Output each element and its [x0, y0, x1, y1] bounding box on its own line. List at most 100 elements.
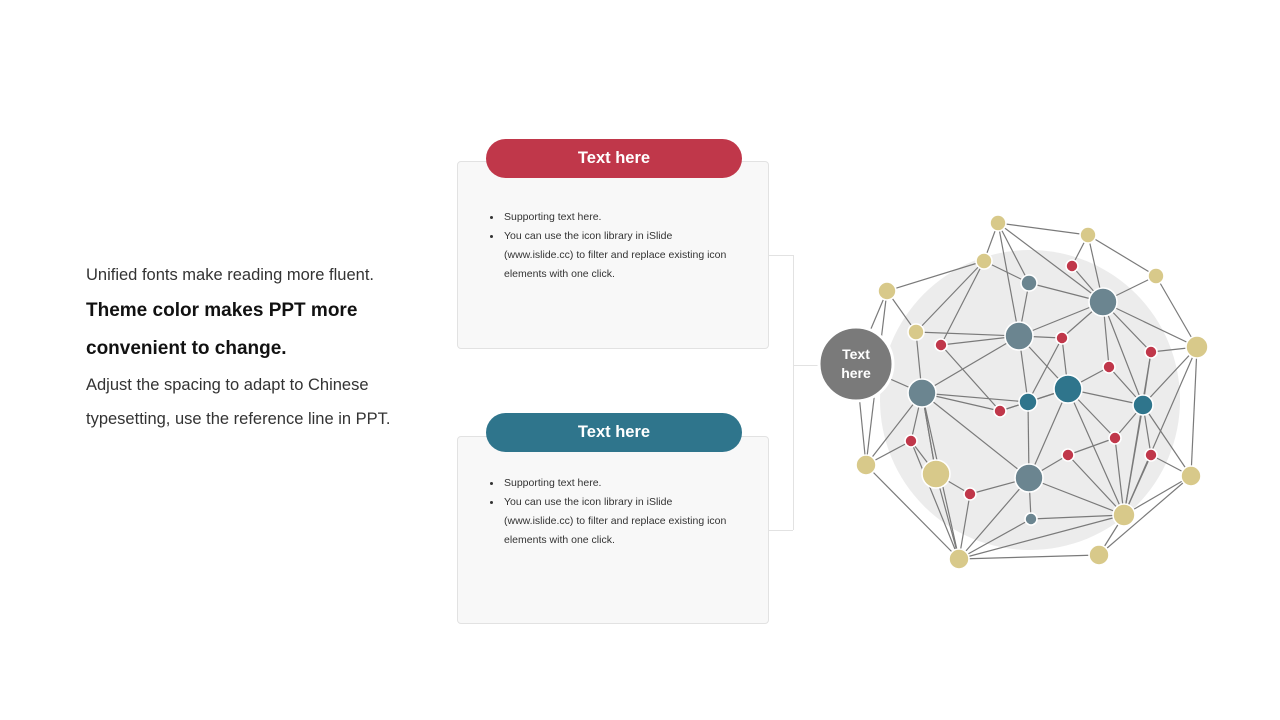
network-edge-33: [915, 331, 1020, 337]
network-edge-77: [1030, 514, 1125, 520]
network-node-30: [1024, 512, 1038, 526]
network-node-15: [1102, 360, 1116, 374]
network-edge-75: [921, 392, 1030, 479]
network-edge-74: [958, 477, 1030, 560]
network-edge-38: [921, 335, 1020, 394]
network-edge-6: [865, 464, 960, 560]
network-edge-79: [958, 514, 1125, 560]
card-2-bullet-2-line-3: elements with one click.: [504, 534, 615, 546]
hub-label-line-2: here: [841, 365, 871, 381]
network-node-5: [1185, 335, 1209, 359]
network-node-21: [1108, 431, 1122, 445]
network-node-1: [1079, 226, 1097, 244]
connector-to-hub: [793, 365, 823, 366]
network-node-27: [1014, 463, 1044, 493]
info-card-2: Supporting text here. You can use the ic…: [457, 436, 769, 624]
network-hub-node: [817, 325, 895, 403]
info-card-1: Supporting text here. You can use the ic…: [457, 161, 769, 349]
network-edge-5: [958, 554, 1100, 560]
intro-line-3: convenient to change.: [86, 338, 287, 359]
network-edge-63: [910, 440, 960, 560]
network-edge-83: [1123, 351, 1152, 516]
network-node-6: [1065, 259, 1079, 273]
network-edge-88: [1067, 437, 1116, 456]
network-edge-3: [1190, 346, 1198, 477]
network-node-23: [1061, 448, 1075, 462]
network-edge-66: [1067, 454, 1125, 516]
connector-bottom: [769, 530, 793, 531]
network-node-19: [1018, 392, 1038, 412]
network-edge-13: [997, 222, 1104, 303]
network-edge-85: [997, 222, 1020, 337]
network-node-18: [993, 404, 1007, 418]
connector-top: [769, 255, 793, 256]
network-node-11: [1004, 321, 1034, 351]
card-2-title-pill: Text here: [486, 413, 742, 452]
network-edge-45: [1028, 388, 1069, 479]
hub-label: Text here: [819, 327, 893, 401]
network-node-24: [1144, 448, 1158, 462]
network-edge-31: [1142, 346, 1198, 406]
intro-line-5: typesetting, use the reference line in P…: [86, 410, 391, 428]
card-1-bullet-2-line-1: You can use the icon library in iSlide: [504, 230, 673, 242]
network-node-20: [1132, 394, 1154, 416]
card-1-title-pill: Text here: [486, 139, 742, 178]
network-node-32: [948, 548, 970, 570]
network-node-31: [1112, 503, 1136, 527]
network-node-0: [989, 214, 1007, 232]
network-node-4: [877, 281, 897, 301]
network-node-12: [1055, 331, 1069, 345]
network-node-16: [1053, 374, 1083, 404]
network-node-28: [1180, 465, 1202, 487]
network-edge-78: [958, 518, 1032, 560]
network-edge-73: [1028, 477, 1125, 516]
intro-line-4: Adjust the spacing to adapt to Chinese: [86, 376, 369, 394]
network-edge-8: [886, 260, 985, 292]
network-edge-2: [1155, 275, 1198, 348]
card-2-bullets: Supporting text here. You can use the ic…: [458, 474, 768, 550]
network-node-9: [907, 323, 925, 341]
card-1-bullet-2-line-2: (www.islide.cc) to filter and replace ex…: [504, 249, 727, 261]
network-edge-18: [940, 260, 985, 346]
network-node-33: [1088, 544, 1110, 566]
intro-line-1: Unified fonts make reading more fluent.: [86, 266, 374, 284]
network-edge-86: [940, 344, 1001, 412]
network-edge-61: [1114, 437, 1125, 516]
card-1-bullet-1: Supporting text here.: [502, 208, 768, 227]
network-edge-1: [1087, 234, 1157, 277]
card-2-bullet-2: You can use the icon library in iSlide (…: [502, 493, 768, 550]
network-edge-53: [865, 392, 923, 466]
network-edge-46: [1067, 388, 1125, 516]
network-node-8: [1088, 287, 1118, 317]
card-2-bullet-2-line-1: You can use the icon library in iSlide: [504, 496, 673, 508]
network-edge-29: [1102, 301, 1144, 406]
network-node-2: [1147, 267, 1165, 285]
network-edge-50: [921, 392, 1029, 403]
intro-line-2: Theme color makes PPT more: [86, 300, 358, 321]
network-edge-28: [1102, 301, 1198, 348]
network-edge-19: [915, 260, 985, 333]
network-edge-12: [997, 222, 1030, 284]
network-node-26: [921, 459, 951, 489]
network-node-17: [907, 378, 937, 408]
hub-label-line-1: Text: [842, 346, 870, 362]
network-node-3: [975, 252, 993, 270]
connector-vertical: [793, 255, 794, 530]
network-node-13: [1144, 345, 1158, 359]
network-edge-58: [1142, 404, 1192, 477]
card-1-bullets: Supporting text here. You can use the ic…: [458, 208, 768, 284]
network-edge-81: [1123, 475, 1192, 516]
network-node-22: [904, 434, 918, 448]
network-node-7: [1020, 274, 1038, 292]
card-2-bullet-2-line-2: (www.islide.cc) to filter and replace ex…: [504, 515, 727, 527]
network-edge-82: [1123, 346, 1198, 516]
card-1-bullet-2-line-3: elements with one click.: [504, 268, 615, 280]
intro-text: Unified fonts make reading more fluent. …: [86, 258, 446, 436]
network-node-10: [934, 338, 948, 352]
network-node-25: [855, 454, 877, 476]
card-1-bullet-2: You can use the icon library in iSlide (…: [502, 227, 768, 284]
network-nodes: [817, 214, 1209, 570]
network-edge-84: [1027, 337, 1063, 403]
network-node-29: [963, 487, 977, 501]
